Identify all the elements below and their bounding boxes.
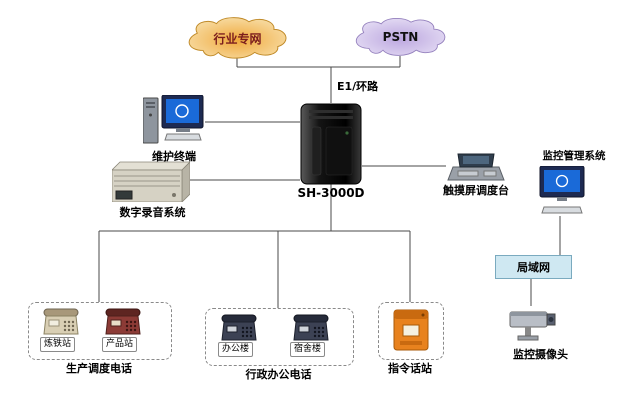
industry-network-cloud: 行业专网 xyxy=(180,16,295,60)
industry-network-label: 行业专网 xyxy=(213,31,262,46)
recorder-rack-icon xyxy=(112,161,190,202)
touch-console-node xyxy=(446,150,506,183)
recording-system-label: 数字录音系统 xyxy=(119,206,186,219)
e1-link-label: E1/环路 xyxy=(337,80,379,93)
admin-group-label: 行政办公电话 xyxy=(245,368,312,381)
phone-caption-ironworks: 炼铁站 xyxy=(40,337,76,352)
production-group-label: 生产调度电话 xyxy=(66,362,132,375)
telephone-icon xyxy=(43,308,79,335)
phone-product-station-node xyxy=(104,308,142,336)
touch-console-icon xyxy=(447,153,505,181)
touch-console-label: 触摸屏调度台 xyxy=(443,184,509,197)
phone-dormitory-node xyxy=(292,314,330,342)
recording-system-node xyxy=(112,160,190,202)
phone-ironworks-node xyxy=(42,308,80,336)
command-group-label: 指令话站 xyxy=(388,362,432,375)
maintenance-terminal-node xyxy=(143,95,205,147)
lan-box: 局域网 xyxy=(495,255,572,279)
pstn-label: PSTN xyxy=(382,30,419,44)
monitor-computer-icon xyxy=(539,166,585,214)
phone-caption-dormitory: 宿舍楼 xyxy=(290,342,326,357)
command-station-node xyxy=(392,308,430,352)
pstn-cloud: PSTN xyxy=(348,16,453,58)
server-label: SH-3000D xyxy=(297,186,365,200)
cloud-icon xyxy=(355,17,446,56)
server-tower-icon xyxy=(300,103,362,185)
telephone-icon xyxy=(105,308,141,335)
phone-caption-product-station: 产品站 xyxy=(102,337,138,352)
camera-node xyxy=(505,306,560,346)
maintenance-terminal-label: 维护终端 xyxy=(152,150,196,163)
camera-label: 监控摄像头 xyxy=(513,348,568,361)
cloud-icon xyxy=(188,17,287,59)
telephone-icon xyxy=(221,314,257,341)
monitoring-system-node xyxy=(534,166,589,216)
telephone-icon xyxy=(293,314,329,341)
monitoring-system-label: 监控管理系统 xyxy=(542,150,606,162)
camera-icon xyxy=(509,311,556,341)
server-node xyxy=(300,103,362,185)
intercom-station-icon xyxy=(393,309,429,351)
phone-caption-office: 办公楼 xyxy=(218,342,254,357)
desktop-computer-icon xyxy=(143,95,204,144)
phone-office-node xyxy=(220,314,258,342)
